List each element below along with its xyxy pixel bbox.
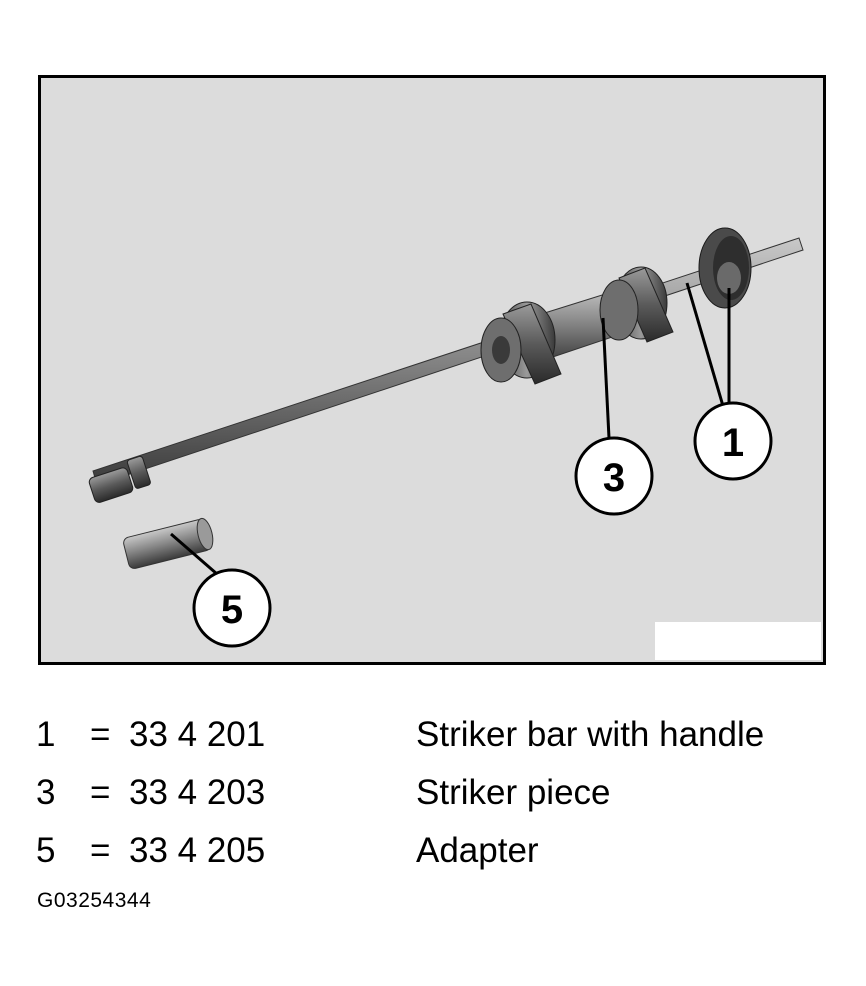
callout-1: 1 xyxy=(693,401,773,481)
legend-description: Striker bar with handle xyxy=(416,715,765,754)
legend-number: 5 xyxy=(36,831,56,870)
blank-patch xyxy=(655,622,821,660)
legend-equals: = xyxy=(90,715,111,754)
leader-line-5 xyxy=(170,532,218,576)
figure-id: G03254344 xyxy=(37,889,152,912)
callout-1-label: 1 xyxy=(722,421,744,465)
legend-part-number: 33 4 205 xyxy=(129,831,266,870)
leader-line-3 xyxy=(601,317,611,439)
legend-row: 3 = 33 4 203 Striker piece xyxy=(36,764,836,822)
legend: 1 = 33 4 201 Striker bar with handle 3 =… xyxy=(36,706,836,880)
tool-drawing: 1 3 5 xyxy=(88,227,804,648)
tool-illustration: 1 3 5 xyxy=(38,75,826,665)
legend-description: Striker piece xyxy=(416,773,611,812)
legend-part-number: 33 4 203 xyxy=(129,773,266,812)
striker-bar xyxy=(88,237,804,503)
callout-3: 3 xyxy=(574,436,654,516)
legend-equals: = xyxy=(90,831,111,870)
leader-lines xyxy=(170,282,731,576)
legend-number: 3 xyxy=(36,773,56,812)
callout-3-label: 3 xyxy=(603,456,625,500)
legend-row: 1 = 33 4 201 Striker bar with handle xyxy=(36,706,836,764)
legend-description: Adapter xyxy=(416,831,539,870)
adapter xyxy=(123,517,214,569)
legend-part-number: 33 4 201 xyxy=(129,715,266,754)
bar-collar-disc xyxy=(698,227,752,309)
callout-5-label: 5 xyxy=(221,588,243,632)
striker-piece xyxy=(480,266,674,385)
legend-row: 5 = 33 4 205 Adapter xyxy=(36,822,836,880)
legend-number: 1 xyxy=(36,715,56,754)
callout-5: 5 xyxy=(192,568,272,648)
legend-equals: = xyxy=(90,773,111,812)
leader-line-1a xyxy=(685,282,725,407)
